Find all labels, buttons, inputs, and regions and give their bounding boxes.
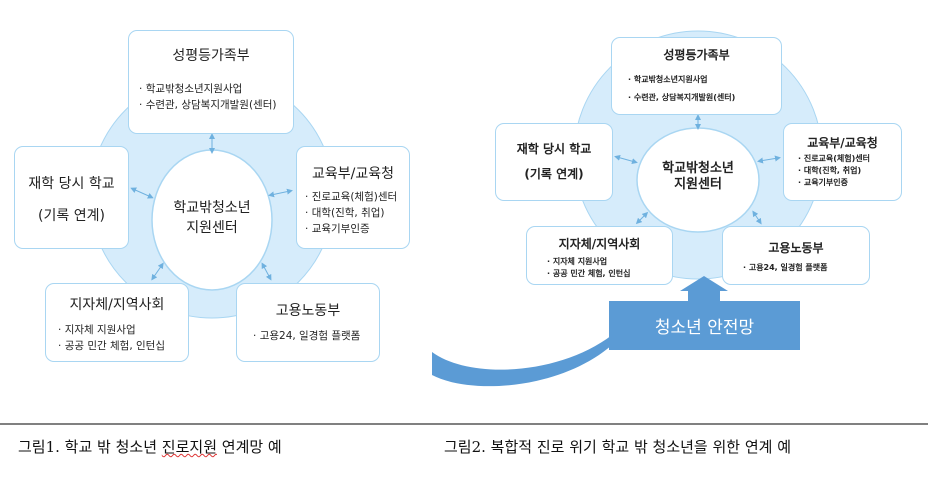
- box-title: 지자체/지역사회: [69, 297, 165, 313]
- box-title: 성평등가족부: [172, 48, 250, 64]
- fig1-box-gender-equality: 성평등가족부 학교밖청소년지원사업 수련관, 상담복지개발원(센터): [128, 30, 294, 134]
- safety-net-banner: 청소년 안전망: [609, 301, 800, 350]
- box-item: 고용24, 일경험 플랫폼: [743, 262, 869, 274]
- fig2-connector-arrows: [614, 114, 781, 225]
- center-line: 지원센터: [674, 177, 722, 192]
- caption-spellcheck-word: 진로지원: [161, 438, 217, 456]
- box-title: 재학 당시 학교: [28, 176, 115, 192]
- box-title: 교육부/교육청: [312, 166, 394, 182]
- fig2-box-education: 교육부/교육청 진로교육(체험)센터 대학(진학, 취업) 교육기부인증: [783, 123, 902, 201]
- fig1-box-school: 재학 당시 학교 (기록 연계): [14, 146, 129, 249]
- center-line: 지원센터: [186, 220, 238, 236]
- box-subtitle: (기록 연계): [38, 208, 105, 224]
- fig2-box-labor: 고용노동부 고용24, 일경험 플랫폼: [722, 226, 870, 285]
- box-item: 대학(진학, 취업): [798, 165, 901, 177]
- safety-net-curve: [432, 335, 612, 387]
- box-subtitle: (기록 연계): [524, 167, 584, 181]
- fig1-center-label: 학교밖청소년 지원센터: [152, 198, 272, 238]
- box-item: 고용24, 일경험 플랫폼: [253, 328, 379, 344]
- box-item: 학교밖청소년지원사업: [139, 81, 293, 97]
- fig2-box-gender-equality: 성평등가족부 학교밖청소년지원사업 수련관, 상담복지개발원(센터): [611, 37, 782, 115]
- box-item: 진로교육(체험)센터: [798, 153, 901, 165]
- box-item: 대학(진학, 취업): [305, 205, 409, 221]
- fig1-box-labor: 고용노동부 고용24, 일경험 플랫폼: [236, 283, 380, 362]
- box-item: 공공 민간 체험, 인턴십: [58, 338, 188, 354]
- center-line: 학교밖청소년: [662, 161, 734, 176]
- fig1-box-local: 지자체/지역사회 지자체 지원사업 공공 민간 체험, 인턴십: [45, 283, 189, 362]
- up-arrow-icon: [680, 276, 728, 301]
- box-title: 고용노동부: [275, 303, 341, 319]
- box-title: 재학 당시 학교: [516, 142, 592, 156]
- box-item: 진로교육(체험)센터: [305, 189, 409, 205]
- fig2-center-label: 학교밖청소년 지원센터: [637, 161, 759, 193]
- caption-text: 그림1. 학교 밖 청소년: [18, 438, 162, 456]
- box-item: 교육기부인증: [305, 221, 409, 237]
- box-item: 공공 민간 체험, 인턴십: [547, 268, 672, 280]
- box-item: 수련관, 상담복지개발원(센터): [628, 89, 781, 107]
- box-item: 학교밖청소년지원사업: [628, 71, 781, 89]
- box-item: 교육기부인증: [798, 177, 901, 189]
- fig1-box-education: 교육부/교육청 진로교육(체험)센터 대학(진학, 취업) 교육기부인증: [296, 146, 410, 249]
- box-title: 고용노동부: [768, 241, 824, 255]
- fig2-box-school: 재학 당시 학교 (기록 연계): [495, 123, 613, 201]
- box-title: 지자체/지역사회: [558, 237, 641, 251]
- caption-text: 연계망 예: [217, 438, 282, 456]
- box-item: 지자체 지원사업: [58, 322, 188, 338]
- box-item: 수련관, 상담복지개발원(센터): [139, 97, 293, 113]
- fig2-box-local: 지자체/지역사회 지자체 지원사업 공공 민간 체험, 인턴십: [526, 226, 673, 285]
- center-line: 학교밖청소년: [173, 200, 251, 216]
- box-title: 성평등가족부: [663, 48, 730, 62]
- fig1-connector-arrows: [130, 133, 293, 281]
- caption-figure-1: 그림1. 학교 밖 청소년 진로지원 연계망 예: [18, 436, 282, 457]
- box-item: 지자체 지원사업: [547, 256, 672, 268]
- box-title: 교육부/교육청: [807, 136, 878, 150]
- caption-figure-2: 그림2. 복합적 진로 위기 학교 밖 청소년을 위한 연계 예: [444, 438, 792, 456]
